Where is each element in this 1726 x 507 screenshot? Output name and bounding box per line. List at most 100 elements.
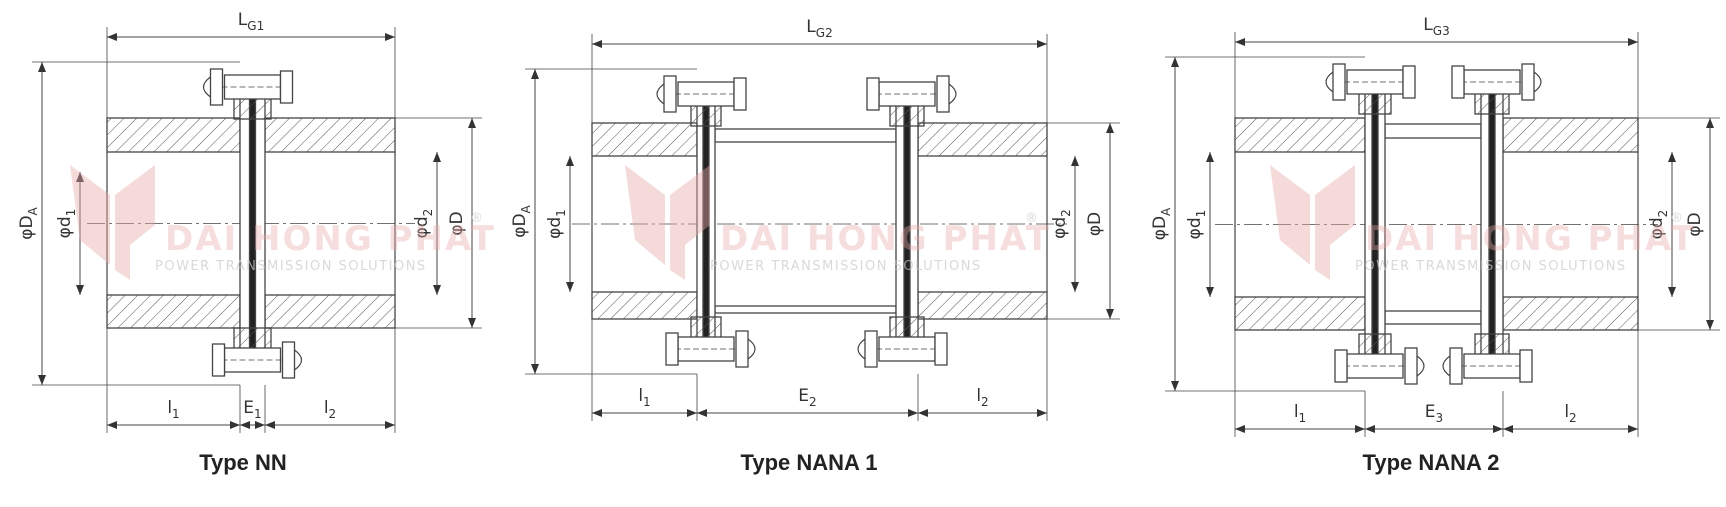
watermark-tagline: POWER TRANSMISSION SOLUTIONS [710, 259, 982, 274]
overall-length-label-sub: G1 [247, 19, 264, 33]
gap-label-main: E [798, 386, 809, 406]
bolt-head [866, 77, 880, 111]
D-label: φD [447, 211, 467, 235]
nut [1404, 347, 1418, 385]
overall-length-label: LG3 [1423, 15, 1449, 38]
D-label: φD [1685, 212, 1705, 236]
right-hub-top [1502, 117, 1639, 153]
d2-label: φd2 [1050, 209, 1073, 239]
left-hub-bottom [1234, 296, 1366, 331]
nut [1332, 63, 1346, 101]
bolt [202, 68, 294, 106]
bolt-head [279, 70, 294, 104]
logo-icon [70, 165, 155, 280]
watermark: DAI HONG PHAT®POWER TRANSMISSION SOLUTIO… [1270, 165, 1696, 280]
watermark-brand: DAI HONG PHAT [165, 219, 496, 259]
da-label: φDA [510, 204, 533, 237]
l2-label-sub: 2 [981, 395, 989, 409]
d2-label-sub: 2 [1656, 210, 1670, 218]
gap-label-main: E [243, 398, 254, 418]
bolt-head [211, 343, 226, 377]
watermark: DAI HONG PHAT® POWER TRANSMISSION SOLUTIO… [625, 165, 1051, 280]
nut-cap [1325, 71, 1334, 93]
bolt [1334, 347, 1425, 385]
spacer-top [714, 128, 897, 143]
bolt-head [1519, 349, 1533, 383]
right-hub-bottom [264, 294, 396, 329]
drawing-title: Type NN [199, 450, 287, 475]
nut [864, 330, 878, 368]
logo-icon [1270, 165, 1355, 280]
l1-label-sub: 1 [1299, 411, 1307, 425]
bolt [857, 330, 948, 368]
da-label-sub: A [519, 204, 533, 213]
watermark-brand: DAI HONG PHAT [1365, 219, 1696, 259]
spacer-top [1384, 123, 1482, 139]
bolt [866, 75, 957, 113]
registered-mark: ® [470, 211, 485, 226]
left-hub-bottom [591, 291, 698, 320]
da-label-main: φD [17, 215, 37, 239]
drawing-title: Type NANA 2 [1363, 450, 1500, 475]
overall-length-label-sub: G3 [1433, 24, 1450, 38]
d1-label: φd1 [545, 209, 568, 239]
da-label-sub: A [1159, 207, 1173, 216]
overall-length-label-main: L [238, 10, 248, 30]
bolt-head [733, 77, 747, 111]
nut-cap [1533, 71, 1542, 93]
disc-pack [889, 91, 925, 352]
bolt [1325, 63, 1416, 101]
D-label-main: φD [1085, 212, 1105, 236]
bolt-head [1402, 65, 1416, 99]
drawing-title: Type NANA 1 [741, 450, 878, 475]
bolt-head [1451, 65, 1465, 99]
D-label: φD [1085, 212, 1105, 236]
gap-label: E3 [1425, 402, 1443, 425]
gap-label: E2 [798, 386, 816, 409]
l1-label-sub: 1 [172, 407, 180, 421]
logo-icon [625, 165, 710, 280]
bolt [211, 341, 303, 379]
overall-length-label: LG1 [238, 10, 264, 33]
l1-label: l1 [1294, 402, 1306, 425]
l1-label: l1 [638, 386, 650, 409]
d1-label-main: φd [1185, 217, 1205, 239]
right-hub-top [917, 122, 1048, 157]
right-hub-top [264, 117, 396, 153]
da-label: φDA [1150, 207, 1173, 240]
nut [209, 68, 224, 106]
watermark-brand: DAI HONG PHAT [720, 219, 1051, 259]
overall-length-label-main: L [806, 17, 816, 37]
l2-label-main: l [324, 398, 329, 418]
overall-length-label-sub: G2 [816, 26, 833, 40]
l2-label-sub: 2 [329, 407, 337, 421]
da-label-main: φD [510, 213, 530, 237]
d1-label: φd1 [55, 209, 78, 239]
nut-cap [1416, 355, 1425, 377]
l1-label: l1 [167, 398, 179, 421]
l1-label-sub: 1 [643, 395, 651, 409]
bolt-head [934, 332, 948, 366]
left-hub-top [591, 122, 698, 157]
d2-label: φd2 [412, 209, 435, 239]
d1-label-main: φd [55, 216, 75, 238]
left-hub-top [106, 117, 241, 153]
l2-label-main: l [1564, 402, 1569, 422]
l2-label-main: l [976, 386, 981, 406]
l1-label-main: l [1294, 402, 1299, 422]
d2-label: φd2 [1647, 210, 1670, 240]
l2-label: l2 [1564, 402, 1576, 425]
nut [663, 75, 677, 113]
nut-cap [294, 349, 303, 371]
bolt [1442, 347, 1533, 385]
bolt [656, 75, 747, 113]
spacer-bottom [1384, 310, 1482, 325]
nut-cap [202, 76, 211, 98]
left-hub-top [1234, 117, 1366, 153]
bolt [1451, 63, 1542, 101]
nut [936, 75, 950, 113]
d2-label-main: φd [1050, 217, 1070, 239]
registered-mark: ® [1025, 211, 1040, 226]
